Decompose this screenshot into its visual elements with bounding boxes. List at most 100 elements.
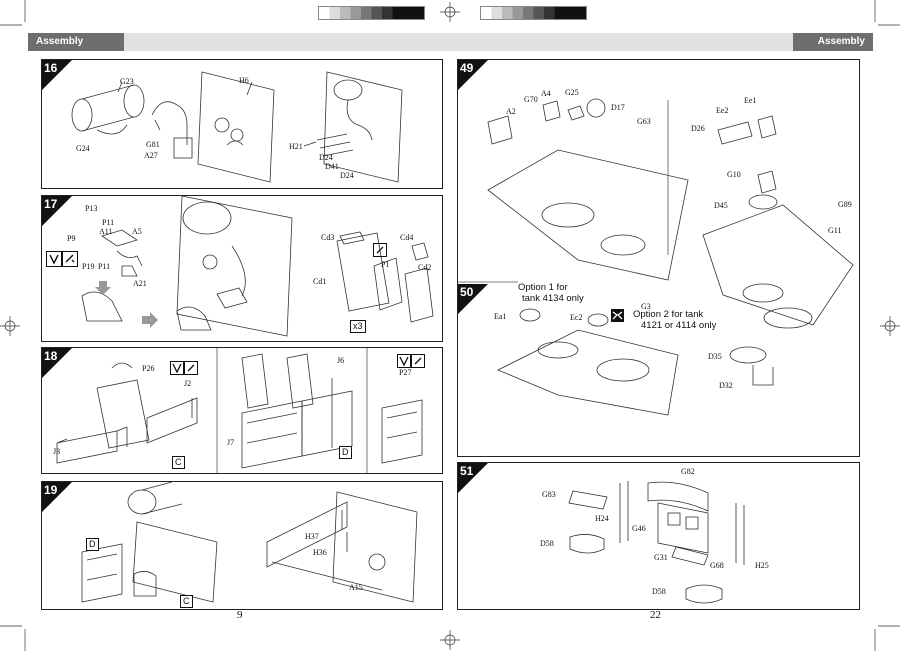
part-label: D17	[611, 103, 625, 112]
part-label: D26	[691, 124, 705, 133]
part-label: Ee1	[744, 96, 757, 105]
part-label: P13	[85, 204, 98, 213]
part-label: A15	[349, 583, 363, 592]
page-number-left: 9	[237, 609, 243, 621]
step-50-badge	[458, 284, 488, 314]
part-label: D32	[719, 381, 733, 390]
part-label: G82	[681, 467, 695, 476]
part-label: D35	[708, 352, 722, 361]
part-label: G83	[542, 490, 556, 499]
part-label: P1	[381, 260, 390, 269]
part-label: H36	[313, 548, 327, 557]
quantity-box: x3	[350, 320, 366, 333]
part-label: Cd4	[400, 233, 414, 242]
step-19-panel: 19 H37 H36 A15 D C	[41, 481, 443, 610]
registration-strip-left	[318, 6, 425, 20]
part-label: J3	[53, 447, 61, 456]
glue-icon	[411, 354, 425, 368]
step-49-50-drawing	[458, 98, 854, 416]
part-label: D24	[340, 171, 354, 180]
part-label: G11	[828, 226, 842, 235]
part-label: A21	[133, 279, 147, 288]
header-bar	[28, 33, 873, 51]
part-label: P11	[102, 218, 115, 227]
step-18-panel: 18 P26 J2 J3 J6 J7 P27 C D	[41, 347, 443, 474]
part-label: A4	[541, 89, 551, 98]
part-label: P26	[142, 364, 155, 373]
part-label: A27	[144, 151, 158, 160]
step-18-drawing	[56, 348, 423, 473]
step-17-badge	[42, 196, 72, 226]
part-label: Ec2	[570, 313, 583, 322]
part-label: Ea1	[494, 312, 507, 321]
part-label: G10	[727, 170, 741, 179]
part-label: P11	[98, 262, 111, 271]
step-16-badge	[42, 60, 72, 90]
header-tab-right: Assembly	[793, 33, 873, 51]
part-label: Ee2	[716, 106, 729, 115]
paint-icon	[611, 309, 624, 322]
step-49-50-panel: 49	[457, 59, 860, 457]
part-label: A2	[506, 107, 516, 116]
part-label: H6	[239, 76, 249, 85]
subassembly-box: D	[339, 446, 352, 459]
glue-icon	[184, 361, 198, 375]
part-label: G24	[76, 144, 90, 153]
step-17-number: 17	[44, 197, 58, 211]
step-19-drawing	[81, 482, 418, 603]
step-19-number: 19	[44, 483, 58, 497]
step-49-badge	[458, 60, 488, 90]
glue-icon	[373, 243, 387, 257]
step-16-number: 16	[44, 61, 58, 75]
header-tab-left: Assembly	[28, 33, 124, 51]
part-label: J7	[227, 438, 235, 447]
arrow-down-icon	[46, 251, 62, 267]
part-label: J2	[184, 379, 192, 388]
part-label: Cd2	[418, 263, 432, 272]
part-label: G81	[146, 140, 160, 149]
subassembly-box: C	[180, 595, 193, 608]
step-17-panel: 17 P13 P11	[41, 195, 443, 342]
part-label: G68	[710, 561, 724, 570]
arrow-down-icon	[170, 361, 184, 375]
part-label: H37	[305, 532, 319, 541]
page-number-right: 22	[650, 609, 661, 621]
subassembly-box: C	[172, 456, 185, 469]
step-17-drawing	[81, 196, 434, 337]
part-label: P19	[82, 262, 95, 271]
part-label: D58	[540, 539, 554, 548]
step-51-drawing	[568, 481, 745, 604]
part-label: G3	[641, 302, 651, 311]
part-label: Cd1	[313, 277, 327, 286]
step-51-badge	[458, 463, 488, 493]
subassembly-box: D	[86, 538, 99, 551]
part-label: H25	[755, 561, 769, 570]
part-label: P9	[67, 234, 76, 243]
part-label: D58	[652, 587, 666, 596]
part-label: G31	[654, 553, 668, 562]
part-label: G46	[632, 524, 646, 533]
step-51-panel: 51 G82 G83 H24 G46 D58 G31 G68 H25 D58	[457, 462, 860, 610]
step-51-number: 51	[460, 464, 474, 478]
part-label: J6	[337, 356, 345, 365]
registration-strip-right	[480, 6, 587, 20]
part-label: D24	[319, 153, 333, 162]
arrow-down-icon	[397, 354, 411, 368]
part-label: G23	[120, 77, 134, 86]
part-label: Cd3	[321, 233, 335, 242]
step-18-number: 18	[44, 349, 58, 363]
part-label: G89	[838, 200, 852, 209]
part-label: D45	[714, 201, 728, 210]
part-label: G25	[565, 88, 579, 97]
part-label: G70	[524, 95, 538, 104]
step-19-badge	[42, 482, 72, 512]
step-16-drawing	[71, 71, 403, 183]
part-label: A5	[132, 227, 142, 236]
step-16-panel: 16 G23 H6 G24 G81 A27 H21	[41, 59, 443, 189]
part-label: P27	[399, 368, 412, 377]
part-label: H21	[289, 142, 303, 151]
step-49-number: 49	[460, 61, 474, 75]
part-label: D41	[325, 162, 339, 171]
part-label: H24	[595, 514, 609, 523]
